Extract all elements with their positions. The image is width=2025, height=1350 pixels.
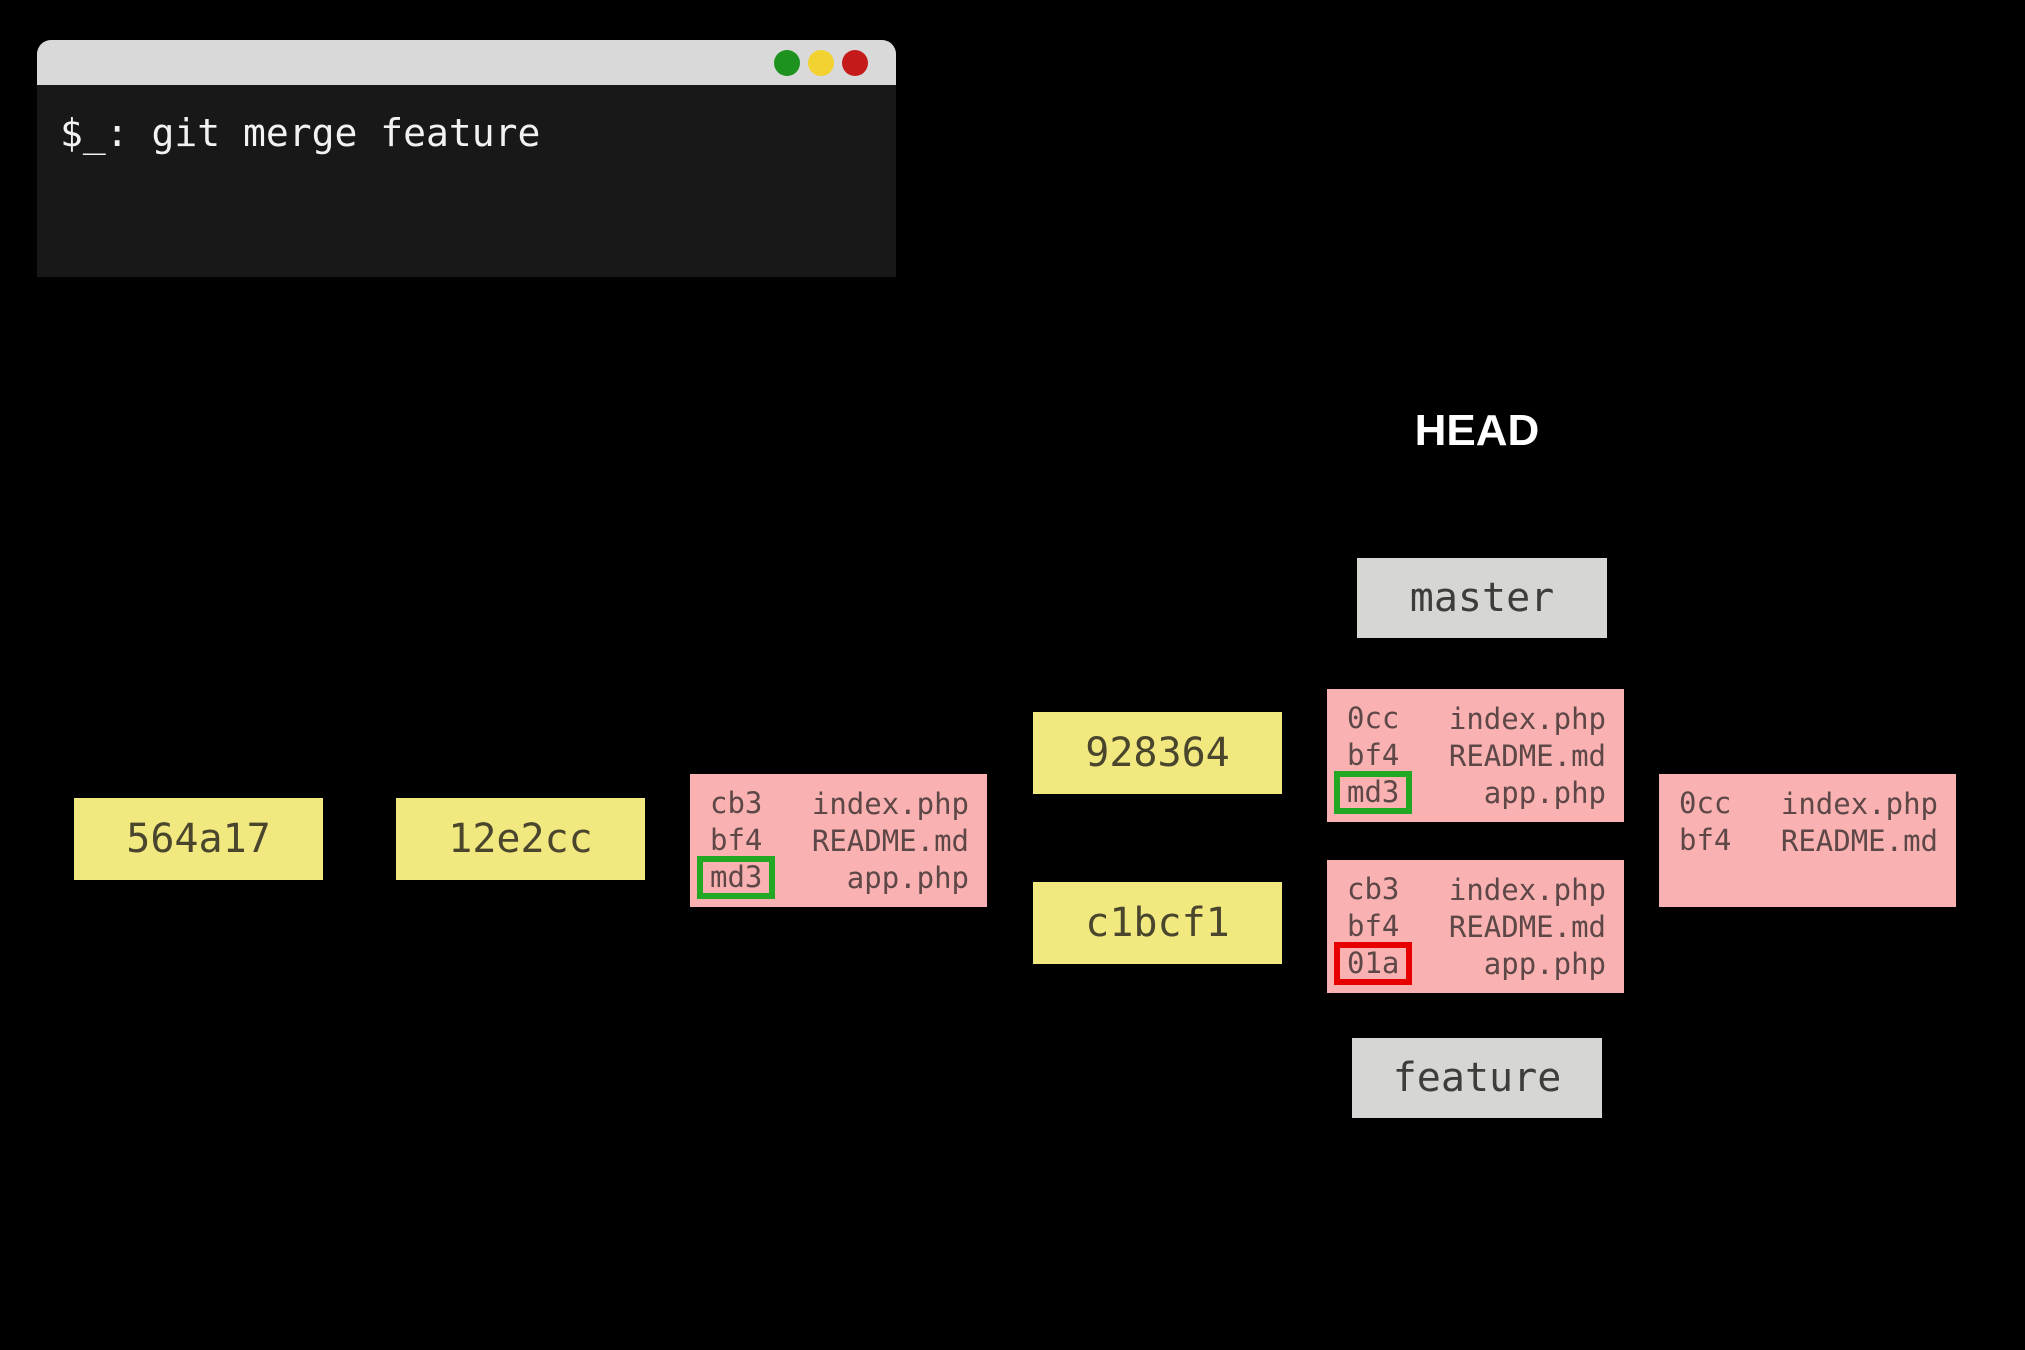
file-name: README.md [1448,738,1606,773]
tree-row: bf4 README.md [1347,908,1606,945]
file-name: index.php [1448,872,1606,907]
file-name: app.php [1483,775,1606,810]
file-hash: cb3 [1347,872,1400,906]
tree-row: 0cc index.php [1679,785,1938,822]
tree-row: 0cc index.php [1347,700,1606,737]
tree-row: cb3 index.php [1347,871,1606,908]
head-label: HEAD [1414,406,1540,455]
file-hash: bf4 [710,823,763,857]
file-hash: 0cc [1679,786,1732,820]
file-hash: md3 [697,856,776,899]
tree-row: md3 app.php [1334,771,1606,814]
terminal-window: $_: git merge feature [37,40,896,277]
traffic-light-green-icon[interactable] [774,49,800,76]
traffic-light-red-icon[interactable] [842,49,868,76]
tree-row: 01a app.php [1334,942,1606,985]
traffic-light-yellow-icon[interactable] [808,49,834,76]
file-name: README.md [811,823,969,858]
file-name: README.md [1780,823,1938,858]
tree-row: bf4 README.md [1347,737,1606,774]
file-name: index.php [1780,786,1938,821]
tree-row: bf4 README.md [710,822,969,859]
tree-row: cb3 index.php [710,785,969,822]
branch-label-master: master [1357,558,1607,638]
file-tree-box: 0cc index.php bf4 README.md [1659,774,1956,907]
file-tree-box: cb3 index.php bf4 README.md 01a app.php [1327,860,1624,993]
file-name: app.php [1483,946,1606,981]
file-hash: 0cc [1347,701,1400,735]
terminal-prompt-line: $_: git merge feature [60,111,541,155]
file-tree-box: cb3 index.php bf4 README.md md3 app.php [690,774,987,907]
file-hash: 01a [1334,942,1413,985]
branch-label-feature: feature [1352,1038,1602,1118]
file-tree-box: 0cc index.php bf4 README.md md3 app.php [1327,689,1624,822]
tree-row: bf4 README.md [1679,822,1938,859]
terminal-titlebar[interactable] [37,40,896,85]
file-name: index.php [1448,701,1606,736]
file-name: README.md [1448,909,1606,944]
terminal-body[interactable]: $_: git merge feature [37,85,896,277]
commit-box: 928364 [1033,712,1282,794]
tree-row: md3 app.php [697,856,969,899]
file-name: index.php [811,786,969,821]
commit-box: c1bcf1 [1033,882,1282,964]
commit-box: 12e2cc [396,798,645,880]
file-name: app.php [846,860,969,895]
file-hash: bf4 [1679,823,1732,857]
commit-box: 564a17 [74,798,323,880]
file-hash: cb3 [710,786,763,820]
file-hash: bf4 [1347,738,1400,772]
file-hash: bf4 [1347,909,1400,943]
file-hash: md3 [1334,771,1413,814]
